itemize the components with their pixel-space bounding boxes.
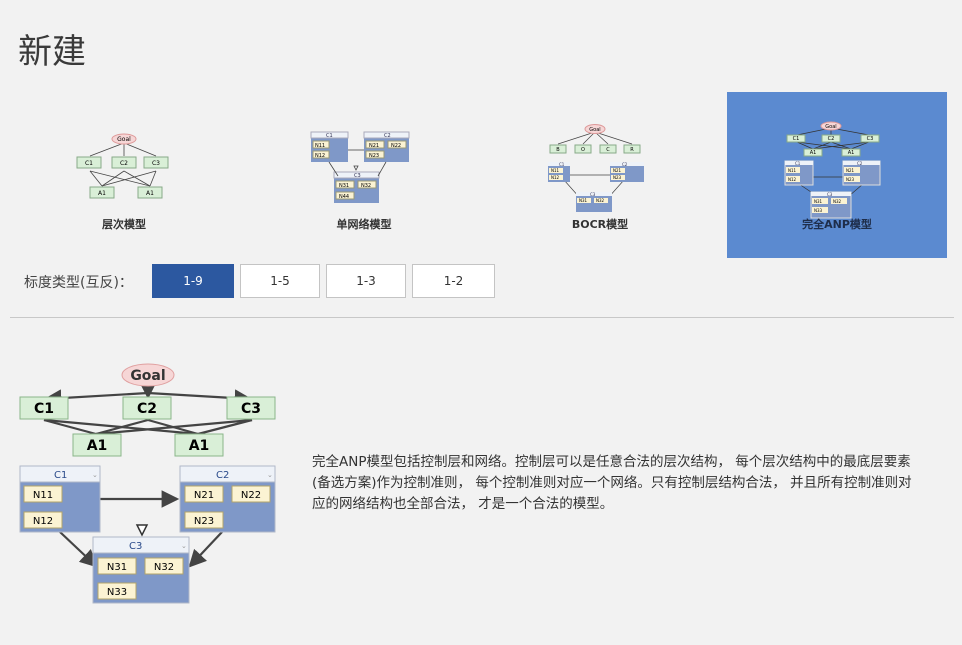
svg-text:⌄: ⌄ <box>92 471 98 479</box>
svg-text:Goal: Goal <box>589 127 600 133</box>
svg-text:C2: C2 <box>857 161 863 166</box>
alternative-node: A1 <box>189 438 210 454</box>
svg-text:C2: C2 <box>384 133 391 139</box>
criteria-node: C1 <box>34 401 54 417</box>
svg-text:C1: C1 <box>795 161 801 166</box>
page-title: 新建 <box>18 32 86 72</box>
scale-option-1-3[interactable]: 1-3 <box>326 264 406 298</box>
svg-text:C3: C3 <box>590 192 596 197</box>
cluster-title: C1 <box>54 470 67 481</box>
svg-text:N12: N12 <box>551 175 560 180</box>
svg-text:C1: C1 <box>326 133 333 139</box>
svg-text:C3: C3 <box>152 160 160 167</box>
svg-text:N21: N21 <box>369 143 379 149</box>
svg-text:Goal: Goal <box>825 124 836 130</box>
svg-text:N32: N32 <box>361 183 371 189</box>
network-node: N11 <box>33 490 53 501</box>
model-card-bocr[interactable]: Goal B O C R C1 N11 N12 C2 N21 N23 C3 <box>490 92 710 258</box>
network-model-thumbnail: C1 N11 N12 C2 N21 N22 N23 C3 N31 N32 N44 <box>310 131 410 203</box>
bocr-model-thumbnail: Goal B O C R C1 N11 N12 C2 N21 N23 C3 <box>548 124 644 212</box>
svg-text:N11: N11 <box>788 168 797 173</box>
model-card-label: 单网络模型 <box>336 218 392 231</box>
svg-text:R: R <box>630 147 634 153</box>
svg-text:N23: N23 <box>846 177 855 182</box>
model-description: 完全ANP模型包括控制层和网络。控制层可以是任意合法的层次结构， 每个层次结构中… <box>312 454 912 512</box>
svg-text:N31: N31 <box>814 199 823 204</box>
alternative-node: A1 <box>87 438 108 454</box>
model-card-label: 完全ANP模型 <box>802 218 872 231</box>
thumb-goal-label: Goal <box>117 136 131 143</box>
svg-text:C2: C2 <box>120 160 128 167</box>
model-card-label: BOCR模型 <box>571 218 629 231</box>
model-card-network[interactable]: C1 N11 N12 C2 N21 N22 N23 C3 N31 N32 N44 <box>254 92 474 258</box>
criteria-node: C3 <box>241 401 261 417</box>
model-preview-diagram: Goal C1 C2 C3 A1 A1 C1 ⌄ N11 N12 C2 ⌄ N2… <box>19 363 276 604</box>
svg-text:C2: C2 <box>622 162 628 167</box>
network-node: N33 <box>107 587 127 598</box>
svg-text:B: B <box>556 147 560 153</box>
svg-text:O: O <box>581 147 585 153</box>
svg-text:C3: C3 <box>354 173 361 179</box>
scale-option-1-9[interactable]: 1-9 <box>152 264 234 298</box>
model-card-label: 层次模型 <box>102 218 146 231</box>
svg-text:A1: A1 <box>848 150 855 156</box>
svg-text:C1: C1 <box>793 136 800 142</box>
network-node: N31 <box>107 562 127 573</box>
svg-text:N23: N23 <box>369 153 379 159</box>
cluster-title: C2 <box>216 470 229 481</box>
goal-node: Goal <box>130 368 165 384</box>
svg-text:⌄: ⌄ <box>181 542 187 550</box>
network-node: N23 <box>194 516 214 527</box>
svg-text:A1: A1 <box>810 150 817 156</box>
svg-text:N22: N22 <box>391 143 401 149</box>
svg-text:C3: C3 <box>867 136 874 142</box>
svg-text:N33: N33 <box>814 208 823 213</box>
model-card-hierarchy[interactable]: Goal C1 C2 C3 A1 A1 层次模型 <box>14 92 234 258</box>
svg-text:C3: C3 <box>827 192 833 197</box>
svg-text:N32: N32 <box>596 198 605 203</box>
svg-text:C1: C1 <box>85 160 93 167</box>
svg-text:A1: A1 <box>146 190 154 197</box>
svg-text:N31: N31 <box>579 198 588 203</box>
svg-text:C2: C2 <box>828 136 835 142</box>
svg-text:N11: N11 <box>551 168 560 173</box>
svg-text:N21: N21 <box>846 168 855 173</box>
network-node: N32 <box>154 562 174 573</box>
svg-text:N44: N44 <box>339 194 349 200</box>
svg-text:N11: N11 <box>315 143 325 149</box>
scale-option-1-2[interactable]: 1-2 <box>412 264 495 298</box>
criteria-node: C2 <box>137 401 157 417</box>
svg-text:⌄: ⌄ <box>267 471 273 479</box>
cluster-title: C3 <box>129 541 142 552</box>
svg-text:C1: C1 <box>559 162 565 167</box>
svg-text:A1: A1 <box>98 190 106 197</box>
svg-text:N12: N12 <box>788 177 797 182</box>
svg-text:N23: N23 <box>613 175 622 180</box>
svg-text:N21: N21 <box>613 168 622 173</box>
svg-text:N12: N12 <box>315 153 325 159</box>
svg-text:C: C <box>606 147 610 153</box>
scale-type-label: 标度类型(互反)： <box>24 275 133 291</box>
network-node: N22 <box>241 490 261 501</box>
svg-text:N32: N32 <box>833 199 842 204</box>
section-divider <box>10 317 954 318</box>
svg-text:N31: N31 <box>339 183 349 189</box>
network-node: N21 <box>194 490 214 501</box>
hierarchy-model-thumbnail: Goal C1 C2 C3 A1 A1 <box>76 133 169 199</box>
model-card-full-anp[interactable]: Goal C1 C2 C3 A1 A1 C1 N11 N12 C2 N21 N2… <box>727 92 947 258</box>
network-node: N12 <box>33 516 53 527</box>
full-anp-model-thumbnail: Goal C1 C2 C3 A1 A1 C1 N11 N12 C2 N21 N2… <box>784 121 881 219</box>
scale-option-1-5[interactable]: 1-5 <box>240 264 320 298</box>
